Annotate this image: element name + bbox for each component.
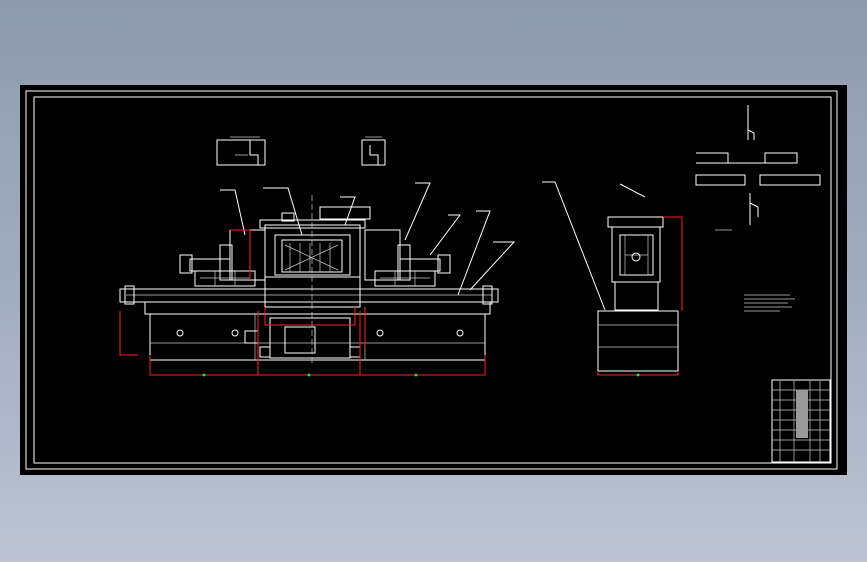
outer-frame	[25, 90, 838, 470]
front-dimensions	[119, 229, 486, 376]
inner-frame	[33, 96, 832, 464]
section-profile	[695, 105, 821, 231]
cad-drawing[interactable]	[20, 85, 847, 475]
detail-view-b	[361, 136, 386, 166]
side-elevation	[597, 216, 683, 377]
leader-lines	[220, 181, 646, 311]
front-elevation	[119, 195, 499, 365]
notes-block	[744, 294, 795, 312]
front-dimension-markers	[202, 373, 418, 377]
detail-view-a	[216, 136, 266, 166]
title-block	[771, 379, 831, 463]
drawing-sheet[interactable]	[20, 85, 847, 475]
